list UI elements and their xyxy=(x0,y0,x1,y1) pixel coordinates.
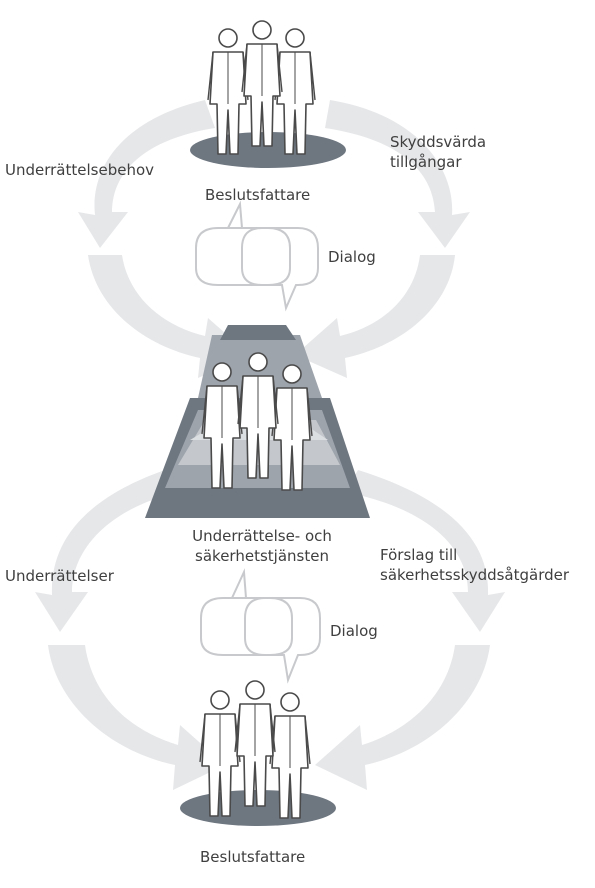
bottom-decision-makers xyxy=(180,680,336,826)
top-dialog-label: Dialog xyxy=(328,248,376,266)
top-decision-makers xyxy=(190,20,346,168)
bottom-right-arrow xyxy=(345,470,505,632)
top-group-label: Beslutsfattare xyxy=(205,186,311,204)
bottom-dialog-icon xyxy=(200,568,321,684)
bottom-left-arrow-lower xyxy=(48,645,225,790)
bottom-right-arrow-label: Förslag till säkerhetsskyddsåtgärder xyxy=(380,545,569,585)
top-dialog-icon xyxy=(195,200,319,312)
top-left-arrow xyxy=(78,100,215,248)
top-right-arrow-lower xyxy=(295,255,455,378)
bottom-dialog-label: Dialog xyxy=(330,622,378,640)
top-right-arrow xyxy=(325,100,470,248)
bottom-left-arrow xyxy=(35,470,178,632)
bottom-left-arrow-label: Underrättelser xyxy=(5,567,114,585)
middle-group-label-line2: säkerhetstjänsten xyxy=(195,547,329,565)
middle-group-label: Underrättelse- och säkerhetstjänsten xyxy=(172,526,352,566)
middle-group-label-line1: Underrättelse- och xyxy=(192,527,332,545)
bottom-right-arrow-label-line1: Förslag till xyxy=(380,546,458,564)
top-right-arrow-label: Skyddsvärda tillgångar xyxy=(390,132,486,172)
top-right-arrow-label-line2: tillgångar xyxy=(390,153,462,171)
bottom-right-arrow-label-line2: säkerhetsskyddsåtgärder xyxy=(380,566,570,584)
top-right-arrow-label-line1: Skyddsvärda xyxy=(390,133,487,151)
bottom-right-arrow-lower xyxy=(315,645,490,790)
top-left-arrow-label: Underrättelsebehov xyxy=(5,161,155,179)
bottom-group-label: Beslutsfattare xyxy=(200,848,306,866)
